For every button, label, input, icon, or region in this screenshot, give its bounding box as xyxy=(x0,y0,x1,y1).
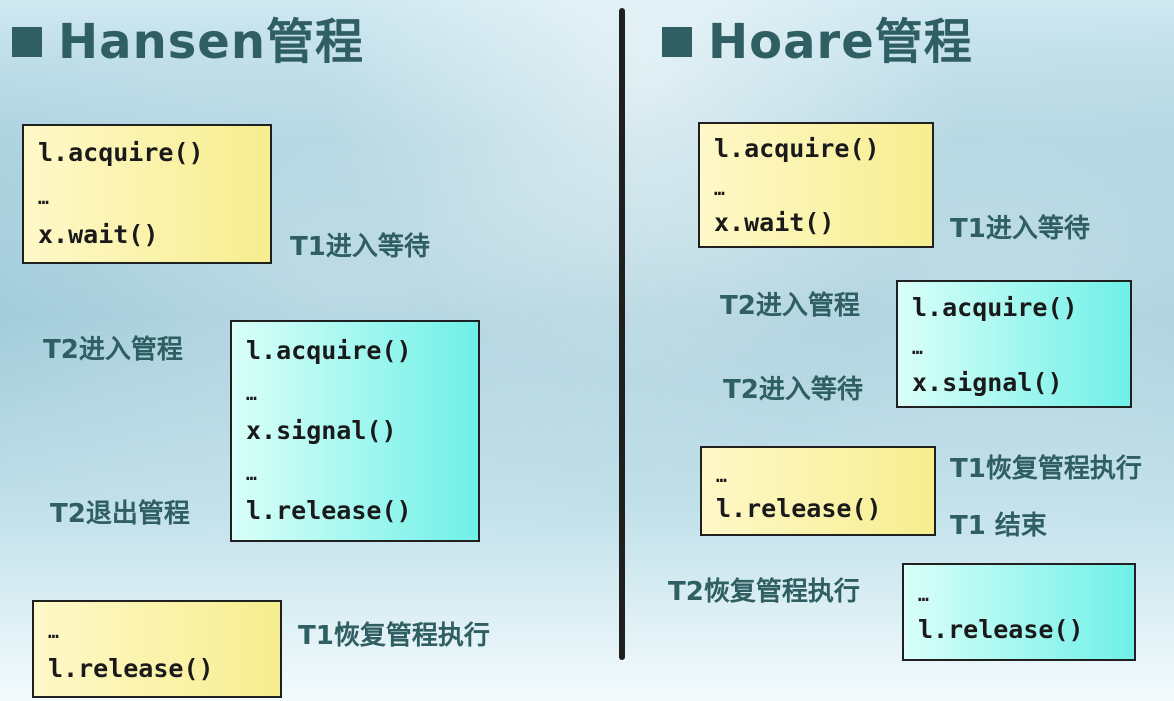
square-bullet-icon xyxy=(12,27,42,57)
hoare-t1-end-label: T1 结束 xyxy=(950,511,1047,541)
code-ellipsis: … xyxy=(246,464,257,485)
code-line: x.wait() xyxy=(714,208,835,237)
code-line: l.acquire() xyxy=(38,138,204,167)
code-ellipsis: … xyxy=(48,622,59,643)
hansen-t2-exit-label: T2退出管程 xyxy=(50,499,190,529)
hansen-t1-wait-label: T1进入等待 xyxy=(290,232,430,262)
code-line: l.release() xyxy=(48,654,214,683)
code-ellipsis: … xyxy=(912,338,923,359)
hoare-title-text: Hoare管程 xyxy=(708,14,973,70)
code-ellipsis: … xyxy=(714,179,725,200)
code-line: l.release() xyxy=(716,494,882,523)
hoare-title: Hoare管程 xyxy=(662,2,973,72)
hoare-t1-code-box: l.acquire() … x.wait() xyxy=(698,122,934,248)
code-ellipsis: … xyxy=(716,466,727,487)
hansen-t2-code-box: l.acquire() … x.signal() … l.release() xyxy=(230,320,480,542)
code-line: l.release() xyxy=(246,496,412,525)
hansen-title-text: Hansen管程 xyxy=(58,14,365,70)
hoare-t2-resume-code-box: … l.release() xyxy=(902,563,1136,661)
hoare-t2-enter-label: T2进入管程 xyxy=(720,291,860,321)
code-ellipsis: … xyxy=(918,585,929,606)
code-line: l.release() xyxy=(918,615,1084,644)
hoare-t1-resume-label: T1恢复管程执行 xyxy=(950,454,1142,484)
code-line: l.acquire() xyxy=(246,336,412,365)
code-line: x.signal() xyxy=(912,368,1063,397)
hansen-t1-code-box: l.acquire() … x.wait() xyxy=(22,124,272,264)
hansen-t1-resume-label: T1恢复管程执行 xyxy=(298,621,490,651)
hansen-t1-resume-code-box: … l.release() xyxy=(32,600,282,698)
hansen-title: Hansen管程 xyxy=(12,2,364,72)
code-line: x.wait() xyxy=(38,220,159,249)
hoare-t1-resume-code-box: … l.release() xyxy=(700,446,936,536)
hoare-t2-code-box: l.acquire() … x.signal() xyxy=(896,280,1132,408)
center-divider xyxy=(619,8,625,660)
code-line: l.acquire() xyxy=(714,134,880,163)
code-ellipsis: … xyxy=(246,384,257,405)
hoare-t1-wait-label: T1进入等待 xyxy=(950,214,1090,244)
hoare-t2-wait-label: T2进入等待 xyxy=(723,375,863,405)
code-ellipsis: … xyxy=(38,188,49,209)
code-line: x.signal() xyxy=(246,416,397,445)
hansen-t2-enter-label: T2进入管程 xyxy=(43,335,183,365)
square-bullet-icon xyxy=(662,27,692,57)
hoare-t2-resume-label: T2恢复管程执行 xyxy=(668,577,860,607)
code-line: l.acquire() xyxy=(912,293,1078,322)
